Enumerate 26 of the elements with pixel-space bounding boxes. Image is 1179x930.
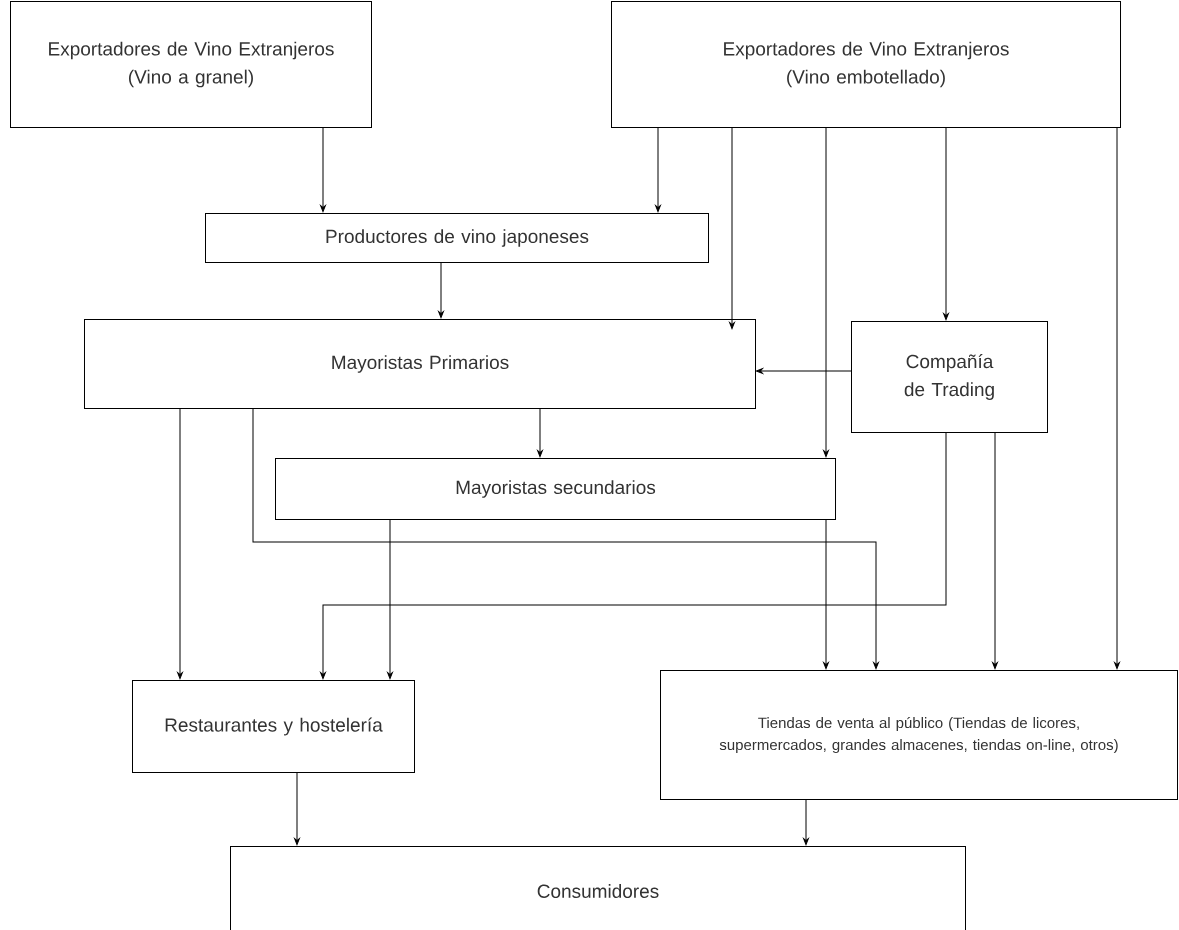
process-box: Mayoristas secundarios <box>275 458 836 520</box>
arrow <box>803 798 809 846</box>
arrow <box>320 431 947 680</box>
arrow <box>387 518 393 680</box>
process-box: Restaurantes y hostelería <box>132 680 415 773</box>
arrow <box>655 126 661 213</box>
arrow <box>320 126 326 213</box>
process-box: Productores de vino japoneses <box>205 213 709 263</box>
arrow <box>823 518 829 670</box>
process-box: Consumidores <box>230 846 966 930</box>
arrow <box>943 126 949 321</box>
arrow <box>823 126 829 458</box>
arrow <box>438 261 444 319</box>
process-box: Compañía de Trading <box>851 321 1048 433</box>
arrow <box>177 407 183 680</box>
process-box: Tiendas de venta al público (Tiendas de licores, supermercados, grandes almacenes, tiendas on-line, otros) <box>660 670 1178 800</box>
arrow <box>1114 126 1120 670</box>
arrow <box>537 407 543 458</box>
arrow <box>294 771 300 846</box>
arrow <box>755 368 852 374</box>
process-box: Exportadores de Vino Extranjeros (Vino a granel) <box>10 1 372 128</box>
process-box: Exportadores de Vino Extranjeros (Vino embotellado) <box>611 1 1121 128</box>
arrow <box>252 407 879 670</box>
arrow <box>729 126 735 330</box>
arrow <box>992 431 998 670</box>
process-box: Mayoristas Primarios <box>84 319 756 409</box>
